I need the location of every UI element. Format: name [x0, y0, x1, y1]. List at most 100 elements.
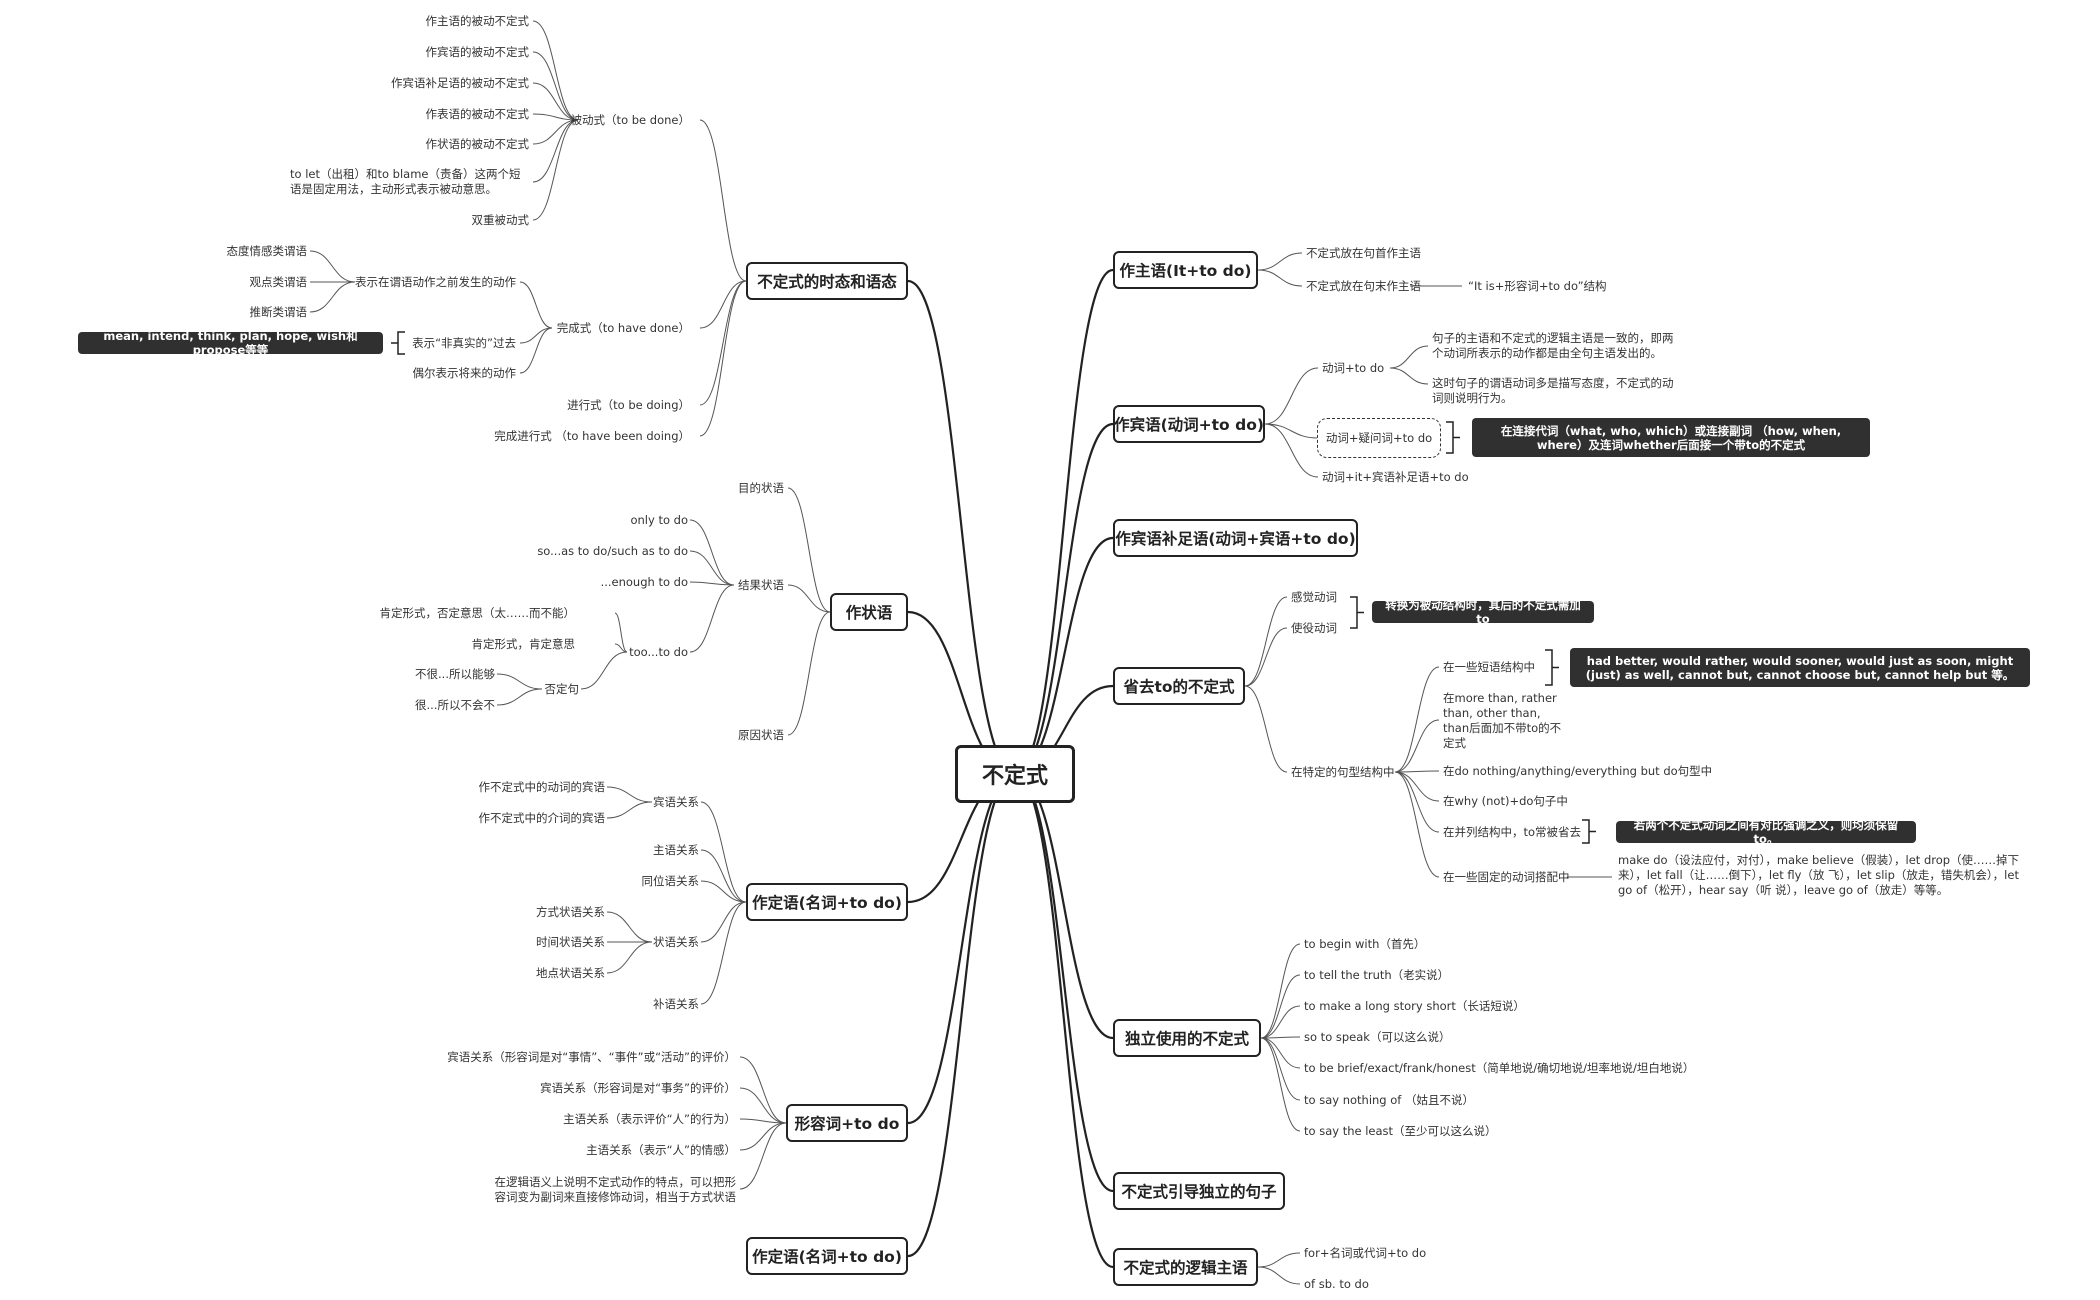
adjective-item: 在逻辑语义上说明不定式动作的特点，可以把形容词变为副词来直接修饰动词，相当于方式…: [494, 1175, 737, 1204]
connector: [1014, 772, 1114, 1269]
connector: [1394, 770, 1440, 773]
connector: [1260, 1036, 1301, 1039]
connector: [1244, 627, 1288, 687]
object-verb-it: 动词+it+宾语补足语+to do: [1322, 470, 1469, 484]
adjective-item: 主语关系（表示评价“人”的行为）: [563, 1112, 736, 1126]
object-verb-question-to-do[interactable]: 动词+疑问词+to do: [1317, 418, 1441, 458]
branch-logical-subject[interactable]: 不定式的逻辑主语: [1113, 1248, 1258, 1286]
too-negative: 否定句: [544, 682, 580, 696]
connector: [532, 20, 579, 121]
omit-causative: 使役动词: [1291, 621, 1337, 635]
connector: [699, 280, 747, 437]
connector: [700, 901, 747, 1005]
adverbial-result: 结果状语: [738, 578, 784, 592]
connector: [907, 772, 1016, 1258]
connector: [1014, 536, 1114, 776]
perfect-future: 偶尔表示将来的动作: [412, 366, 517, 380]
summary-bracket: [1446, 421, 1460, 454]
omit-do-nothing: 在do nothing/anything/everything but do句型…: [1443, 764, 1713, 778]
connector: [1260, 1037, 1301, 1132]
tense-perfect-progressive: 完成进行式 （to have been doing）: [494, 429, 690, 443]
subject-front: 不定式放在句首作主语: [1306, 246, 1421, 260]
connector: [496, 673, 543, 690]
omit-more-than: 在more than, rather than, other than, tha…: [1443, 691, 1562, 750]
passive-item: to let（出租）和to blame（责备）这两个短语是固定用法，主动形式表示…: [290, 167, 521, 196]
branch-adverbial[interactable]: 作状语: [830, 593, 908, 631]
connector: [1014, 772, 1114, 1040]
connector: [606, 801, 653, 819]
connector: [699, 280, 747, 406]
connector: [1394, 719, 1440, 773]
connector: [739, 1118, 787, 1124]
result-only: only to do: [630, 513, 688, 527]
omit-perception: 感觉动词: [1291, 590, 1337, 604]
connector: [1394, 666, 1440, 773]
independent-item: to begin with（首先）: [1304, 937, 1426, 951]
connector: [532, 113, 579, 121]
subject-end: 不定式放在句末作主语: [1306, 279, 1421, 293]
before-item: 推断类谓语: [249, 305, 308, 319]
omit-fixed-note: make do（设法应付，对付），make believe（假装），let dr…: [1618, 853, 2020, 897]
branch-attributive[interactable]: 作定语(名词+to do): [746, 883, 908, 921]
connector: [614, 612, 628, 653]
connector: [1264, 423, 1319, 439]
connector: [699, 280, 747, 329]
branch-tense-voice[interactable]: 不定式的时态和语态: [746, 262, 908, 300]
attributive-complement-rel: 补语关系: [653, 997, 699, 1011]
connector: [519, 281, 553, 329]
branch-adjective[interactable]: 形容词+to do: [786, 1104, 908, 1142]
connector: [907, 772, 1016, 1125]
tense-progressive: 进行式（to be doing）: [567, 398, 690, 412]
branch-attributive-2[interactable]: 作定语(名词+to do): [746, 1237, 908, 1275]
connector: [532, 82, 579, 121]
attributive-subject-rel: 主语关系: [653, 843, 699, 857]
summary-bracket: [1545, 649, 1559, 686]
connector: [1260, 974, 1301, 1039]
perfect-unreal: 表示“非真实的”过去: [412, 336, 516, 350]
connector: [787, 611, 831, 736]
object-note-1: 句子的主语和不定式的逻辑主语是一致的，即两个动词所表示的动作都是由全句主语发出的…: [1432, 331, 1674, 360]
connector: [1260, 943, 1301, 1039]
connector: [1257, 1266, 1301, 1285]
adverbial-reason: 原因状语: [738, 728, 784, 742]
branch-complement[interactable]: 作宾语补足语(动词+宾语+to do): [1113, 519, 1358, 557]
independent-item: to say nothing of （姑且不说）: [1304, 1093, 1475, 1107]
omit-phrases: 在一些短语结构中: [1443, 660, 1535, 674]
connector: [739, 1122, 787, 1190]
adjective-item: 宾语关系（形容词是对“事情”、“事件”或“活动”的评价）: [447, 1050, 736, 1064]
omit-fixed: 在一些固定的动词搭配中: [1443, 870, 1570, 884]
omit-passive-note: 转换为被动结构时，其后的不定式需加to: [1372, 598, 1594, 626]
passive-item: 作状语的被动不定式: [425, 137, 530, 151]
root-node[interactable]: 不定式: [955, 745, 1075, 803]
connector: [532, 119, 579, 145]
connector: [1260, 1037, 1301, 1069]
attributive-appositive: 同位语关系: [641, 874, 700, 888]
connector: [1264, 423, 1319, 478]
connector: [309, 281, 356, 313]
object-note-2: 这时句子的谓语动词多是描写态度，不定式的动词则说明行为。: [1432, 376, 1674, 405]
omit-parallel: 在并列结构中，to常被省去: [1443, 825, 1582, 839]
omit-special: 在特定的句型结构中: [1291, 765, 1395, 779]
connector: [689, 550, 735, 586]
branch-independent[interactable]: 独立使用的不定式: [1113, 1019, 1261, 1057]
connector: [1244, 685, 1288, 773]
object-rel-item: 作不定式中的介词的宾语: [478, 811, 606, 825]
adjective-item: 主语关系（表示“人”的情感）: [586, 1143, 736, 1157]
tense-passive: 被动式（to be done）: [570, 113, 690, 127]
passive-item: 双重被动式: [471, 213, 530, 227]
perfect-before: 表示在谓语动作之前发生的动作: [355, 275, 516, 289]
connector: [532, 119, 579, 221]
independent-item: to make a long story short（长话短说）: [1304, 999, 1525, 1013]
connector: [1257, 1252, 1301, 1268]
branch-object[interactable]: 作宾语(动词+to do): [1113, 405, 1265, 443]
adverbial-rel-item: 地点状语关系: [536, 966, 605, 980]
summary-bracket: [391, 331, 405, 355]
branch-omit-to[interactable]: 省去to的不定式: [1113, 667, 1245, 705]
branch-subject[interactable]: 作主语(It+to do): [1113, 251, 1258, 289]
passive-item: 作宾语补足语的被动不定式: [391, 76, 529, 90]
branch-independent-sentence[interactable]: 不定式引导独立的句子: [1113, 1172, 1285, 1210]
adverbial-rel-item: 方式状语关系: [536, 905, 605, 919]
tense-perfect: 完成式（to have done）: [556, 321, 690, 335]
omit-why-not: 在why (not)+do句子中: [1443, 794, 1568, 808]
result-enough: ...enough to do: [600, 575, 688, 589]
